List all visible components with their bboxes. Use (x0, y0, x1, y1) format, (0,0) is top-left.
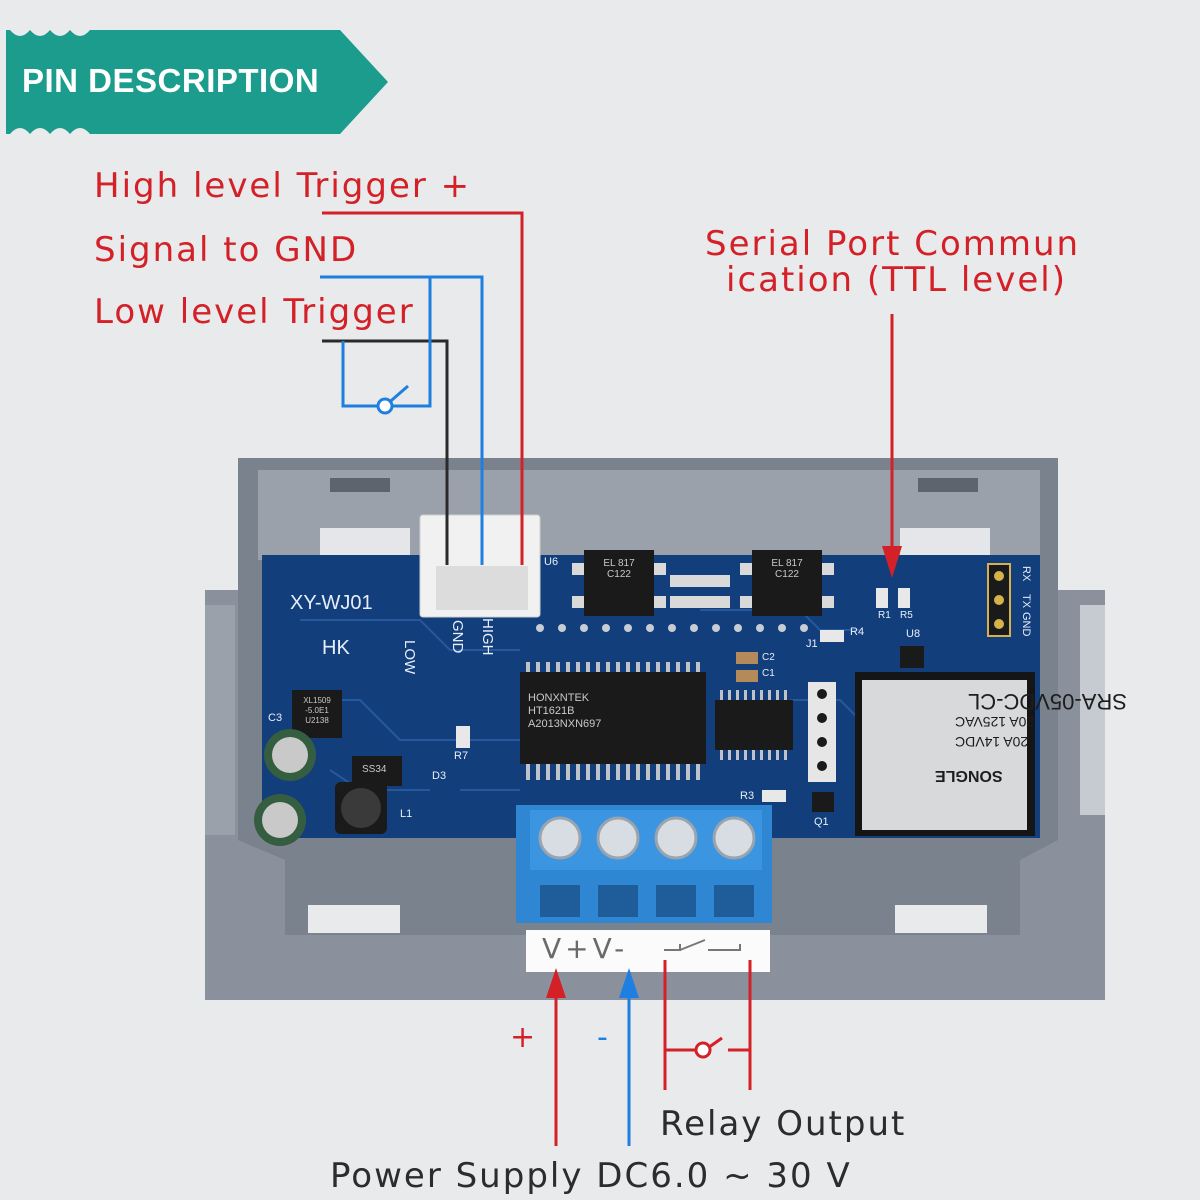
relay-brand: SONGLE (935, 767, 1003, 784)
label-low-trigger: Low level Trigger (94, 292, 415, 332)
j1-pins (817, 689, 827, 771)
pcb-pad-row (536, 624, 808, 632)
inductor (335, 782, 387, 834)
relay-output-wires (663, 960, 752, 1090)
switch-contact-icon (376, 397, 394, 415)
board-model: XY-WJ01 (290, 592, 373, 614)
label-c1: C1 (762, 668, 775, 679)
pin-label-tx: TX (1020, 594, 1032, 609)
label-serial-line1: Serial Port Commun (705, 224, 1081, 264)
relay-switch-symbol (664, 939, 741, 951)
wire-switch-loop (341, 277, 432, 408)
label-r1: R1 (878, 610, 891, 621)
label-high-trigger: High level Trigger + (94, 166, 472, 206)
label-u6: U6 (544, 556, 559, 568)
pin-label-rx: RX (1020, 566, 1032, 582)
smd-resistor (898, 588, 910, 608)
diode-marking: SS34 (362, 764, 387, 775)
banner-title: PIN DESCRIPTION (22, 62, 320, 99)
pin-label-gnd2: GND (1020, 612, 1032, 637)
case-tab (900, 528, 990, 560)
regulator-marking: XL1509 -5.0E1 U2138 (303, 696, 331, 725)
label-d3: D3 (432, 770, 447, 782)
label-q1: Q1 (814, 816, 829, 828)
terminal-screws (538, 816, 756, 860)
pin-label-gnd: GND (449, 620, 466, 654)
label-c3: C3 (268, 712, 283, 724)
case-slot (330, 478, 390, 492)
lcd-driver-ic (520, 662, 706, 780)
label-r5: R5 (900, 610, 913, 621)
smd-capacitor (736, 652, 758, 664)
signal-connector-slot (436, 566, 528, 610)
smd-pad (670, 575, 730, 587)
label-plus: + (510, 1020, 538, 1055)
smd-resistor (456, 726, 470, 748)
label-r7: R7 (454, 750, 469, 762)
label-r3: R3 (740, 790, 755, 802)
case-side-ear (205, 605, 235, 835)
smd-pad (670, 596, 730, 608)
terminal-openings (540, 885, 754, 917)
transistor-q1 (812, 792, 834, 812)
case-slot (308, 905, 400, 933)
pin-label-low: LOW (401, 640, 418, 675)
wire-high-trigger (322, 211, 524, 565)
label-signal-gnd: Signal to GND (94, 230, 359, 270)
opto1-marking: EL 817 C122 (603, 558, 635, 580)
wire-low-trigger (322, 339, 449, 565)
power-plus-arrowhead (546, 968, 566, 998)
case-side-ear (1080, 605, 1105, 815)
smd-capacitor (736, 670, 758, 682)
serial-arrow-head (882, 546, 902, 578)
label-j1: J1 (806, 638, 818, 650)
label-l1: L1 (400, 808, 413, 820)
board-maker: HK (322, 637, 350, 659)
driver-ic-marking: HONXNTEK HT1621B A2013NXN697 (528, 692, 602, 730)
optocoupler-2 (740, 550, 834, 616)
case-slot (895, 905, 987, 933)
relay-rating-ac: 20A 125VAC (955, 714, 1035, 730)
label-serial-line2: ication (TTL level) (726, 260, 1067, 300)
pin-label-high: HIGH (479, 618, 496, 656)
relay-switch-contact-icon (694, 1041, 712, 1059)
diode (352, 756, 402, 786)
banner-background (6, 30, 388, 134)
relay-rating-dc: 20A 14VDC (955, 734, 1029, 750)
label-power-supply: Power Supply DC6.0 ~ 30 V (330, 1156, 852, 1196)
microcontroller-ic (715, 690, 793, 760)
label-minus: - (597, 1020, 608, 1055)
opto2-marking: EL 817 C122 (771, 558, 803, 580)
electrolytic-capacitor (264, 729, 316, 781)
trigger-wires (320, 211, 524, 565)
regulator-ic (292, 690, 342, 738)
smd-resistor (762, 790, 786, 802)
power-minus-arrowhead (619, 968, 639, 998)
smd-resistor (820, 630, 844, 642)
serial-header-pins (994, 571, 1004, 629)
transistor-u8 (900, 646, 924, 668)
electrolytic-capacitor (254, 794, 306, 846)
optocoupler-1 (572, 550, 666, 616)
label-c2: C2 (762, 652, 775, 663)
terminal-label-text: V+V- (542, 932, 629, 965)
wire-signal-gnd (320, 275, 484, 565)
smd-resistor (876, 588, 888, 608)
relay-model-text: SRA-05VDC-CL (968, 689, 1127, 714)
label-relay-output: Relay Output (660, 1104, 907, 1144)
label-u8: U8 (906, 628, 921, 640)
case-slot (918, 478, 978, 492)
label-r4: R4 (850, 626, 865, 638)
case-tab (320, 528, 410, 560)
relay-label-panel (862, 680, 1027, 830)
